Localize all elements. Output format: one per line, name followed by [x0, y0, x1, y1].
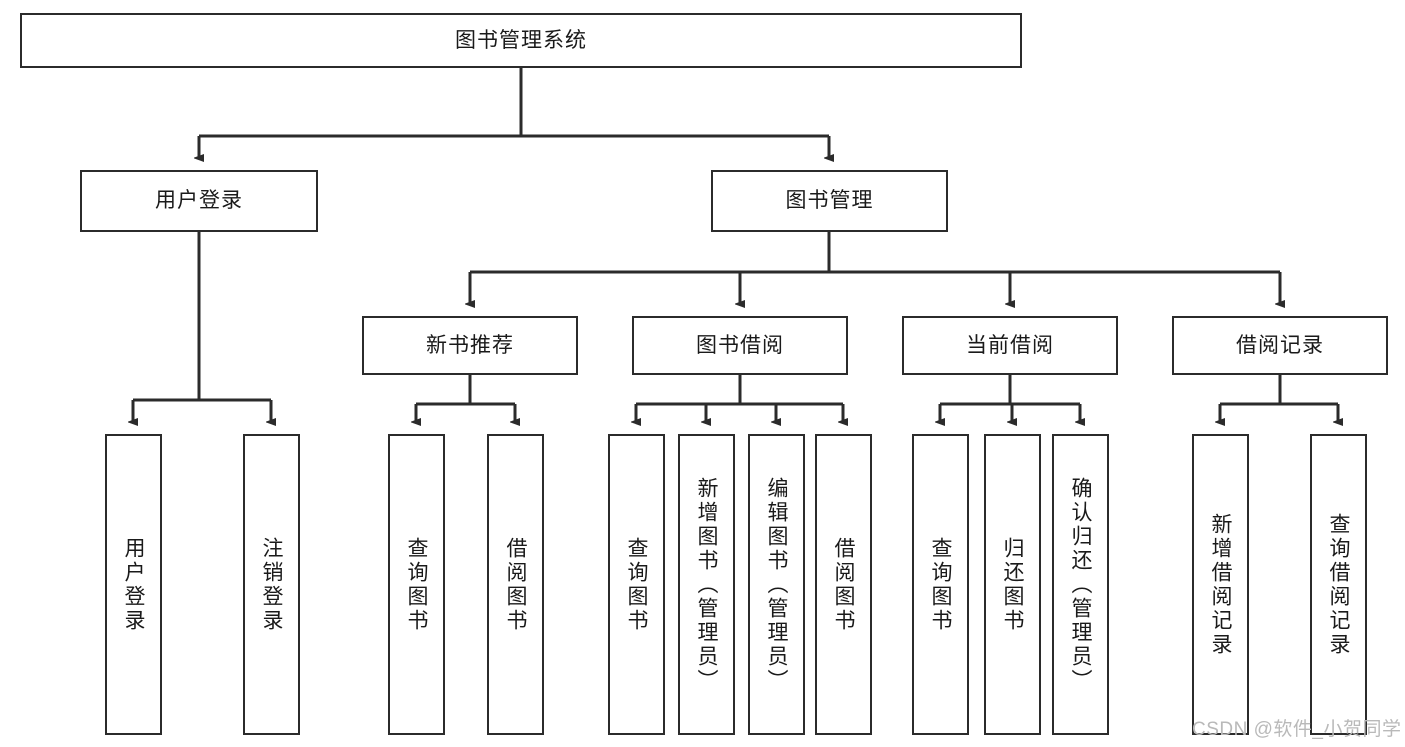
node-leaf-user-login[interactable]: 用户登录	[105, 434, 162, 735]
node-leaf-query-book-current[interactable]: 查询图书	[912, 434, 969, 735]
node-label: 借阅图书	[504, 536, 527, 633]
node-leaf-return-book[interactable]: 归还图书	[984, 434, 1041, 735]
node-current-borrow[interactable]: 当前借阅	[902, 316, 1118, 375]
node-root-system[interactable]: 图书管理系统	[20, 13, 1022, 68]
node-label: 借阅图书	[832, 536, 855, 633]
node-leaf-borrow-book[interactable]: 借阅图书	[815, 434, 872, 735]
node-leaf-edit-book-admin[interactable]: 编辑图书（管理员）	[748, 434, 805, 735]
node-new-book-recommend[interactable]: 新书推荐	[362, 316, 578, 375]
node-book-borrow[interactable]: 图书借阅	[632, 316, 848, 375]
node-label: 当前借阅	[966, 333, 1054, 357]
node-leaf-add-book-admin[interactable]: 新增图书（管理员）	[678, 434, 735, 735]
node-label: 注销登录	[260, 536, 283, 633]
node-label: 查询图书	[405, 536, 428, 633]
node-label: 归还图书	[1001, 536, 1024, 633]
node-label: 用户登录	[122, 536, 145, 633]
node-label: 新书推荐	[426, 333, 514, 357]
node-label: 查询图书	[929, 536, 952, 633]
node-label: 编辑图书（管理员）	[765, 476, 788, 693]
node-leaf-borrow-book-recommend[interactable]: 借阅图书	[487, 434, 544, 735]
node-label: 确认归还（管理员）	[1069, 476, 1092, 693]
node-label: 借阅记录	[1236, 333, 1324, 357]
node-label: 图书管理系统	[455, 28, 587, 52]
node-book-manage[interactable]: 图书管理	[711, 170, 948, 232]
node-leaf-query-book-borrow[interactable]: 查询图书	[608, 434, 665, 735]
node-leaf-query-borrow-record[interactable]: 查询借阅记录	[1310, 434, 1367, 735]
node-leaf-query-book-recommend[interactable]: 查询图书	[388, 434, 445, 735]
node-label: 新增图书（管理员）	[695, 476, 718, 693]
node-label: 图书管理	[785, 189, 874, 213]
node-label: 新增借阅记录	[1209, 512, 1232, 657]
node-user-login[interactable]: 用户登录	[80, 170, 318, 232]
node-leaf-user-logout[interactable]: 注销登录	[243, 434, 300, 735]
node-leaf-add-borrow-record[interactable]: 新增借阅记录	[1192, 434, 1249, 735]
node-label: 查询借阅记录	[1327, 512, 1350, 657]
node-borrow-record[interactable]: 借阅记录	[1172, 316, 1388, 375]
node-label: 图书借阅	[696, 333, 784, 357]
node-leaf-confirm-return-admin[interactable]: 确认归还（管理员）	[1052, 434, 1109, 735]
node-label: 查询图书	[625, 536, 648, 633]
node-label: 用户登录	[155, 189, 243, 213]
